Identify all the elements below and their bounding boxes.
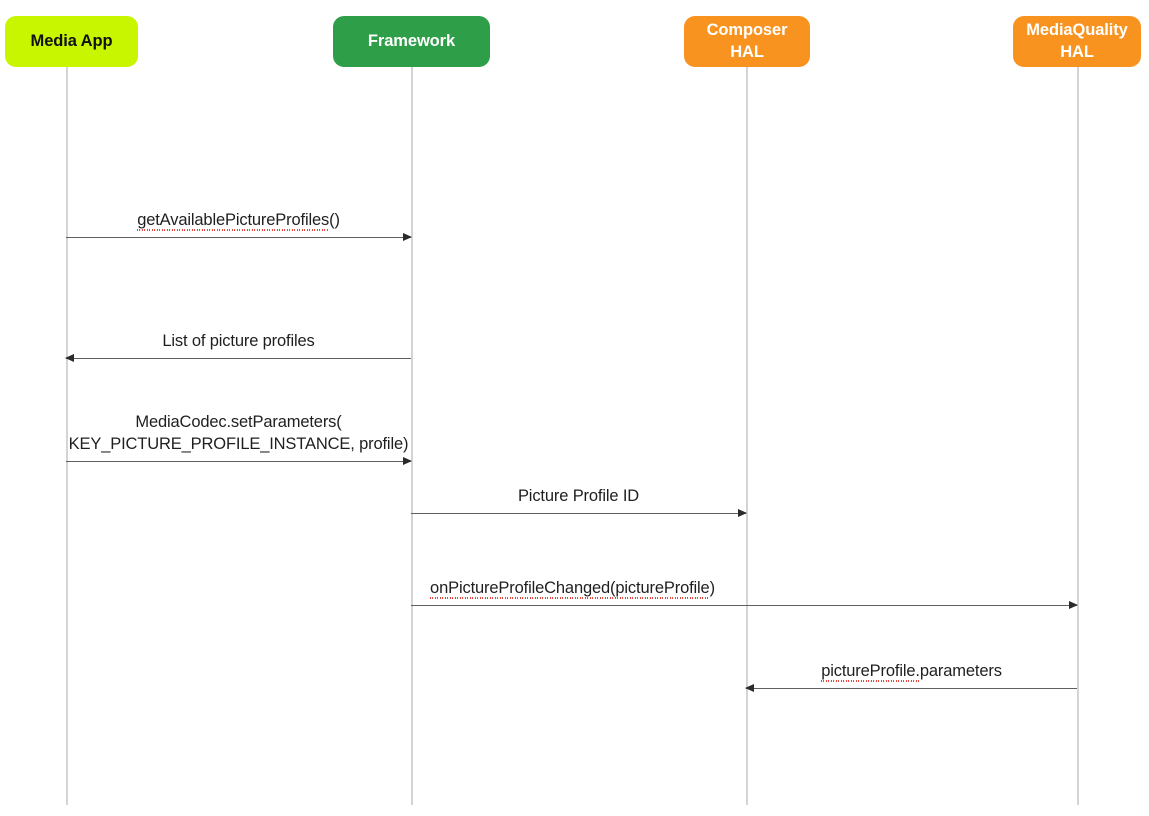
message-label-text-spellchecked: pictureProfile. [821,662,920,682]
participant-framework[interactable]: Framework [333,16,490,67]
message-label: Picture Profile ID [517,487,640,505]
participant-mediaquality-hal[interactable]: MediaQuality HAL [1013,16,1141,67]
message-line [66,237,411,238]
message-label-text-spellchecked: onPictureProfileChanged(pictureProfile [430,579,710,599]
participant-label-mediaquality-hal: MediaQuality HAL [1026,21,1128,61]
message-label: getAvailablePictureProfiles() [66,210,411,232]
lifeline-mediaquality-hal [1077,67,1079,805]
message-label: MediaCodec.setParameters( KEY_PICTURE_PR… [68,413,409,453]
arrowhead-right-icon [738,508,747,517]
participant-label-composer-hal: Composer HAL [706,21,788,61]
message-line [66,461,411,462]
message-line [66,358,411,359]
lifeline-framework [411,67,413,805]
participant-label-media-app: Media App [30,31,113,50]
message-label-text-tail: () [329,211,340,229]
message-label: pictureProfile.parameters [746,661,1077,683]
message-label-text-spellchecked: getAvailablePictureProfiles [137,211,330,231]
lifeline-media-app [66,67,68,805]
arrowhead-left-icon [745,683,754,692]
message-line [411,513,746,514]
participant-composer-hal[interactable]: Composer HAL [684,16,810,67]
message-line [746,688,1077,689]
arrowhead-right-icon [1069,600,1078,609]
message-label: onPictureProfileChanged(pictureProfile) [411,578,734,600]
message-line [411,605,1077,606]
arrowhead-right-icon [403,232,412,241]
arrowhead-left-icon [65,353,74,362]
arrowhead-right-icon [403,456,412,465]
message-label-text-tail: parameters [919,662,1002,680]
participant-media-app[interactable]: Media App [5,16,138,67]
participant-label-framework: Framework [367,31,456,50]
message-label: List of picture profiles [162,332,315,350]
lifeline-composer-hal [746,67,748,805]
message-label-text-tail: ) [709,579,716,597]
